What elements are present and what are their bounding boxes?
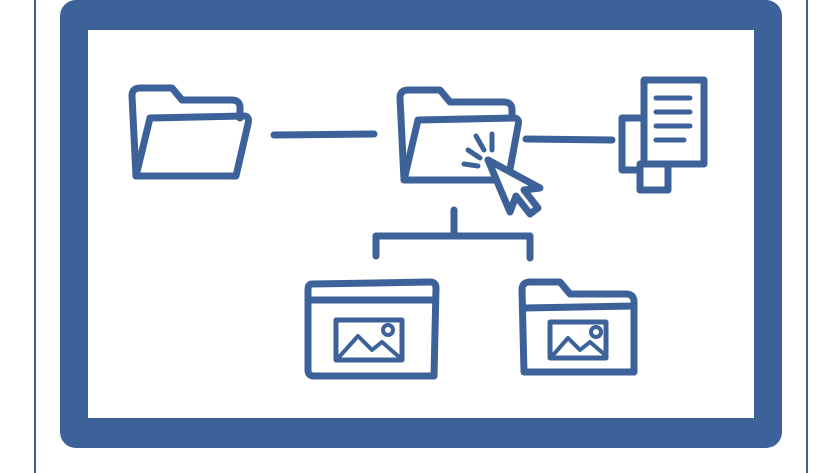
- cursor-click-icon: [484, 156, 544, 218]
- left-border-line: [34, 0, 36, 473]
- folder-icon: [128, 84, 252, 180]
- click-burst-icon: [461, 131, 495, 169]
- documents-icon: [618, 76, 708, 194]
- right-border-line: [806, 0, 808, 473]
- image-window-icon: [304, 278, 440, 380]
- branch-connector: [372, 206, 534, 262]
- connector-line: [270, 130, 378, 139]
- connector-line: [522, 135, 616, 144]
- image-folder-icon: [518, 278, 638, 376]
- folder-icon: [396, 86, 522, 184]
